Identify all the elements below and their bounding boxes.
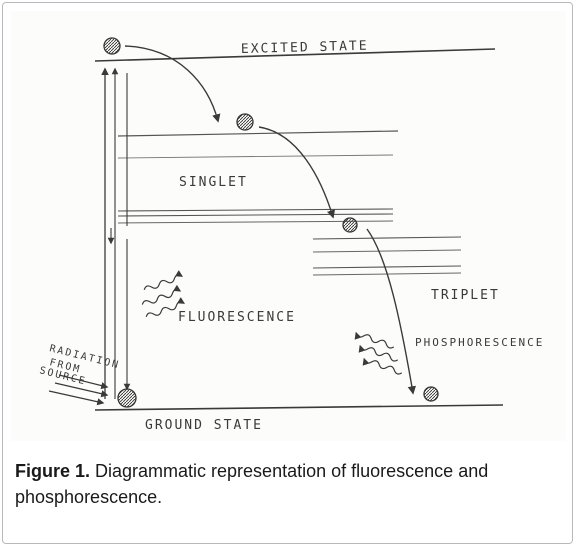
fluorescence-label: FLUORESCENCE — [178, 310, 296, 325]
electron-excited — [103, 37, 121, 55]
singlet-levels — [117, 130, 399, 224]
electron-singlet — [236, 113, 254, 131]
phosphorescence-arrow — [366, 228, 417, 395]
triplet-label: TRIPLET — [431, 288, 500, 303]
ground-state-line — [94, 404, 504, 411]
caption-text: Diagrammatic representation of fluoresce… — [15, 461, 489, 507]
relaxation-arrow-1 — [124, 45, 221, 123]
excited-state-line — [94, 48, 496, 62]
phosphorescence-label: PHOSPHORESCENCE — [415, 336, 544, 349]
electron-ground-phosphorescence — [423, 386, 439, 402]
figure-caption: Figure 1. Diagrammatic representation of… — [15, 458, 563, 510]
caption-label: Figure 1. — [15, 461, 91, 481]
ground-state-label: GROUND STATE — [145, 418, 263, 433]
excited-state-label: EXCITED STATE — [241, 39, 369, 57]
paper-background — [11, 11, 566, 441]
radiation-arrows — [48, 374, 109, 406]
phosphorescence-waves — [354, 331, 403, 375]
energy-level-diagram: EXCITED STATE SINGLET TRIPLET GROUND STA… — [11, 11, 566, 441]
singlet-label: SINGLET — [179, 175, 248, 190]
intersystem-crossing-arrow — [258, 126, 336, 219]
electron-triplet — [342, 217, 358, 233]
fluorescence-waves — [141, 270, 186, 318]
electron-ground — [117, 388, 137, 408]
